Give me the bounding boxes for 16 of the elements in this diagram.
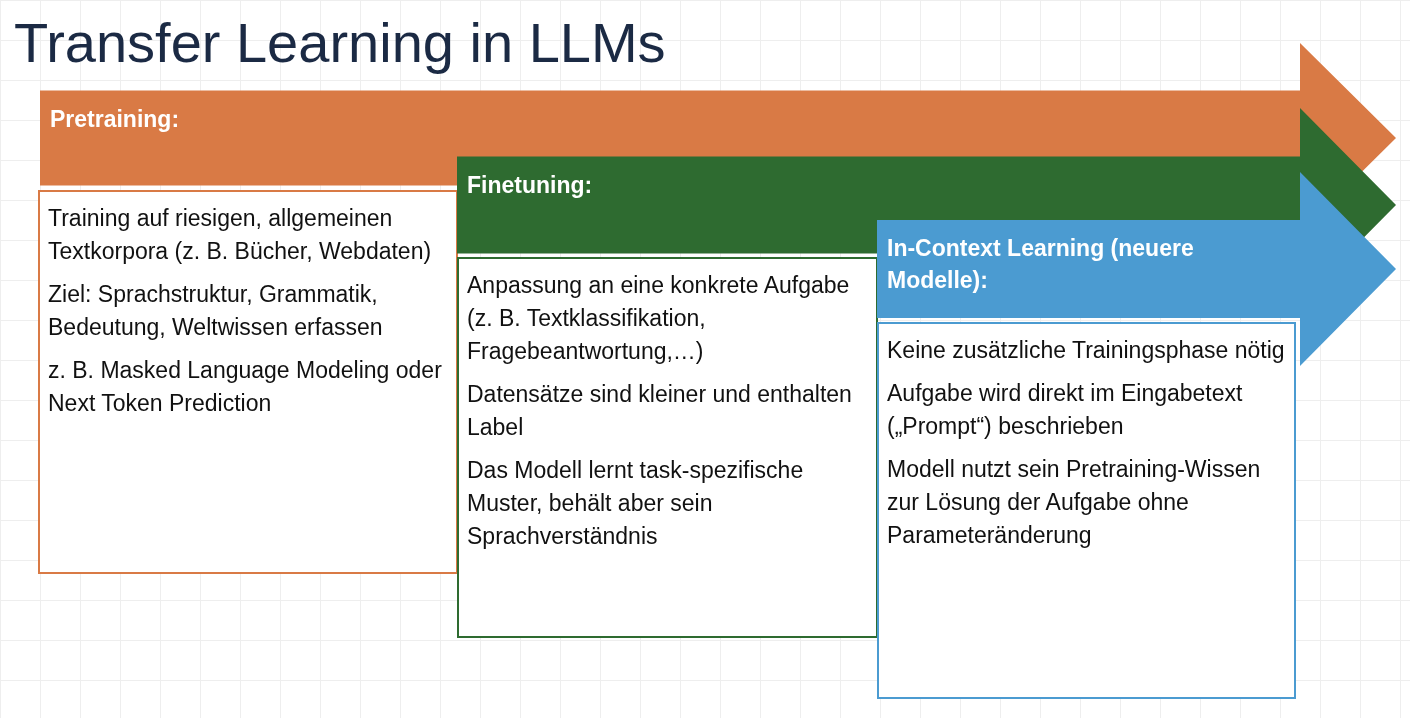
phase-heading: Finetuning: bbox=[467, 170, 594, 200]
body-text: Keine zusätzliche Trainingsphase nötig bbox=[887, 336, 1286, 365]
body-text: Ziel: Sprachstruktur, Grammatik, Bedeutung, Weltwissen erfassen bbox=[48, 280, 384, 342]
body-text: Aufgabe wird direkt im Eingabetext („Prompt“) beschrieben bbox=[887, 379, 1244, 441]
text-box bbox=[877, 322, 1296, 699]
body-text: Anpassung an eine konkrete Aufgabe (z. B. Textklassifikation, Fragebeantwortung,…) bbox=[467, 271, 851, 366]
body-text: z. B. Masked Language Modeling oder Next Token Prediction bbox=[48, 356, 443, 418]
body-text: Training auf riesigen, allgemeinen Textkorpora (z. B. Bücher, Webdaten) bbox=[48, 204, 433, 266]
title: Transfer Learning in LLMs bbox=[14, 10, 666, 76]
phase-heading: In-Context Learning (neuere Modelle): bbox=[887, 234, 1195, 295]
body-text: Modell nutzt sein Pretraining-Wissen zur Lösung der Aufgabe ohne Parameteränderung bbox=[887, 455, 1262, 550]
text-box bbox=[38, 190, 458, 574]
body-text: Das Modell lernt task-spezifische Muster, behält aber sein Sprachverständnis bbox=[467, 456, 805, 551]
text-box bbox=[457, 257, 878, 638]
phase-heading: Pretraining: bbox=[50, 104, 181, 134]
body-text: Datensätze sind kleiner und enthalten Label bbox=[467, 380, 853, 442]
